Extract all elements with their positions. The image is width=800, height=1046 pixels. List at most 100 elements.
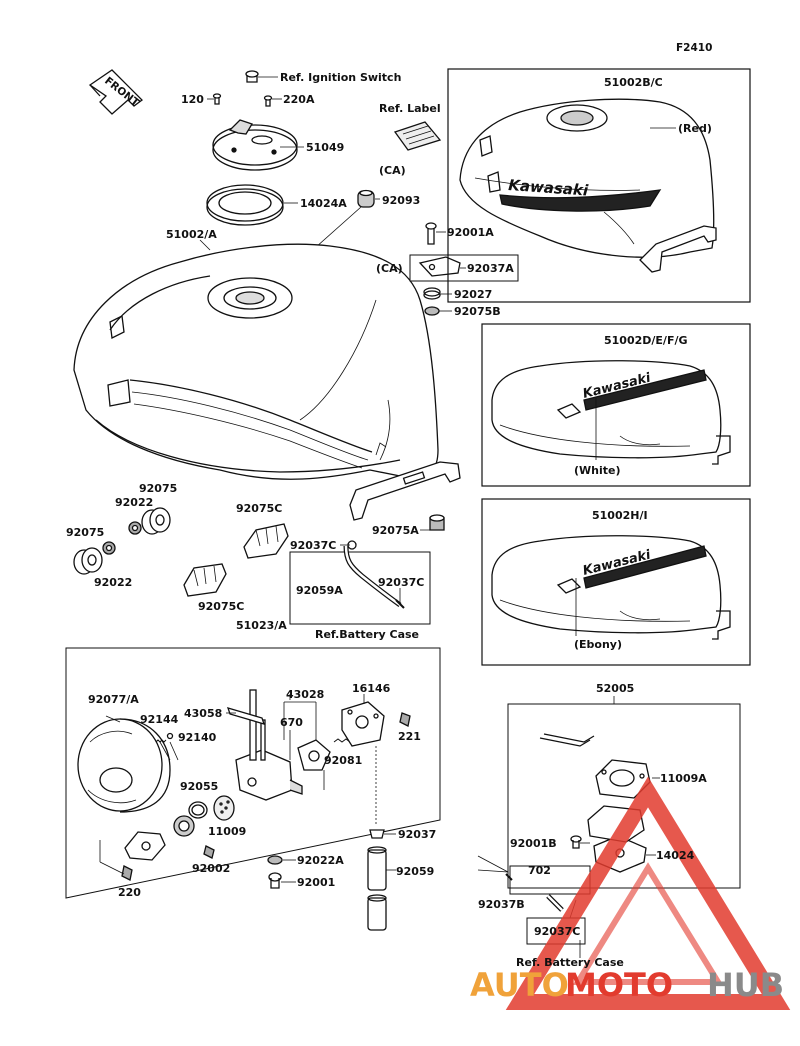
leader-lines [99, 76, 676, 958]
variant-box-red [447, 68, 751, 303]
watermark-triangle [505, 776, 791, 1010]
brand-red: Kawasaki [508, 176, 590, 200]
clip-92037B [505, 873, 513, 881]
label-92002: 92002 [192, 862, 230, 875]
ball-92140 [166, 732, 174, 740]
bolt-92001B [570, 835, 582, 849]
label-92075A: 92075A [372, 524, 419, 537]
screw-220A [263, 95, 273, 107]
label-ref-ignition-switch: Ref. Ignition Switch [280, 71, 401, 84]
label-92075-lower: 92075 [66, 526, 104, 539]
label-variant-red-color: (Red) [678, 122, 712, 135]
variant-box-ebony [481, 498, 751, 666]
label-14024: 14024 [656, 849, 695, 862]
label-92140: 92140 [178, 731, 217, 744]
label-92022-lower: 92022 [94, 576, 132, 589]
clip-92037A [418, 256, 461, 277]
screw-221 [399, 712, 411, 727]
label-92059: 92059 [396, 865, 434, 878]
damper-92075B [424, 306, 440, 316]
label-variant-red-part: 51002B/C [604, 76, 663, 89]
label-92037C-a: 92037C [290, 539, 336, 552]
screw-92002 [203, 845, 215, 859]
bolt-92075A [429, 514, 445, 531]
label-92144: 92144 [140, 713, 179, 726]
cover-16146 [341, 701, 385, 747]
label-ref-battery-case-b: Ref. Battery Case [516, 956, 624, 969]
label-92075B: 92075B [454, 305, 501, 318]
variant-tank-ebony [491, 535, 731, 640]
label-92001: 92001 [297, 876, 335, 889]
nut-92022-lower [102, 541, 116, 555]
label-16146: 16146 [352, 682, 391, 695]
label-702: 702 [528, 864, 551, 877]
figure-code: F2410 [676, 42, 712, 54]
gasket-14024A [206, 184, 284, 226]
spring-92081 [333, 738, 351, 743]
breather-hose-92059A [343, 540, 405, 609]
label-220A: 220A [283, 93, 315, 106]
screw-220 [121, 865, 133, 881]
washer-92022A [267, 855, 283, 865]
label-51023A: 51023/A [236, 619, 287, 632]
label-92075-upper: 92075 [139, 482, 177, 495]
front-arrow [88, 69, 143, 115]
hose-702 [546, 894, 564, 912]
label-14024A: 14024A [300, 197, 347, 210]
clamp-92037 [369, 829, 385, 839]
label-670: 670 [280, 716, 303, 729]
label-ca-lower: (CA) [376, 262, 403, 275]
breather-hose-box [289, 551, 431, 625]
label-variant-ebony-part: 51002H/I [592, 509, 648, 522]
o-ring-92055 [188, 801, 208, 819]
label-ref-battery-case-a: Ref.Battery Case [315, 628, 419, 641]
ca-box-92037A [409, 254, 519, 282]
main-fuel-tank [73, 243, 439, 480]
label-92093: 92093 [382, 194, 420, 207]
label-92022-upper: 92022 [115, 496, 153, 509]
watermark-logo: AUTO MOTO HUB [470, 966, 784, 1004]
pump-cover-11009A [595, 759, 651, 799]
label-11009A: 11009A [660, 772, 707, 785]
fuel-cap-51049 [212, 119, 298, 171]
variant-tank-white [491, 360, 731, 465]
filter-11009 [213, 795, 235, 821]
knob-gear [173, 815, 195, 837]
valve-cover-92077 [77, 718, 171, 813]
label-92037A: 92037A [467, 262, 514, 275]
label-92081: 92081 [324, 754, 362, 767]
watermark-moto: MOTO [565, 966, 673, 1004]
valve-lever [124, 831, 166, 861]
label-variant-ebony-color: (Ebony) [574, 638, 622, 651]
label-variant-white-color: (White) [574, 464, 621, 477]
label-52005: 52005 [596, 682, 634, 695]
fuel-valve-assembly-box [65, 647, 441, 899]
valve-body [226, 689, 303, 801]
label-92037B: 92037B [478, 898, 525, 911]
label-92037: 92037 [398, 828, 436, 841]
bolt-92001A [425, 222, 437, 245]
label-43028: 43028 [286, 688, 324, 701]
nut-92022-upper [128, 521, 142, 535]
label-ref-label: Ref. Label [379, 102, 441, 115]
label-51002A: 51002/A [166, 228, 217, 241]
bolt-92001 [268, 872, 282, 889]
label-92037C-b: 92037C [378, 576, 424, 589]
label-120: 120 [181, 93, 204, 106]
watermark-hub: HUB [707, 966, 784, 1004]
grommet-92093 [357, 189, 375, 208]
washer-92027 [423, 287, 441, 300]
label-92001A: 92001A [447, 226, 494, 239]
label-92075C-lower: 92075C [198, 600, 244, 613]
label-11009: 11009 [208, 825, 246, 838]
bracket-92075C-lower [183, 563, 227, 597]
label-221: 221 [398, 730, 421, 743]
diaphragm-43028 [297, 739, 331, 771]
label-92077A: 92077/A [88, 693, 139, 706]
label-plate [393, 121, 442, 151]
fuel-pump-box [507, 703, 741, 889]
label-92059A: 92059A [296, 584, 343, 597]
spring-92144 [155, 739, 167, 743]
label-220: 220 [118, 886, 141, 899]
